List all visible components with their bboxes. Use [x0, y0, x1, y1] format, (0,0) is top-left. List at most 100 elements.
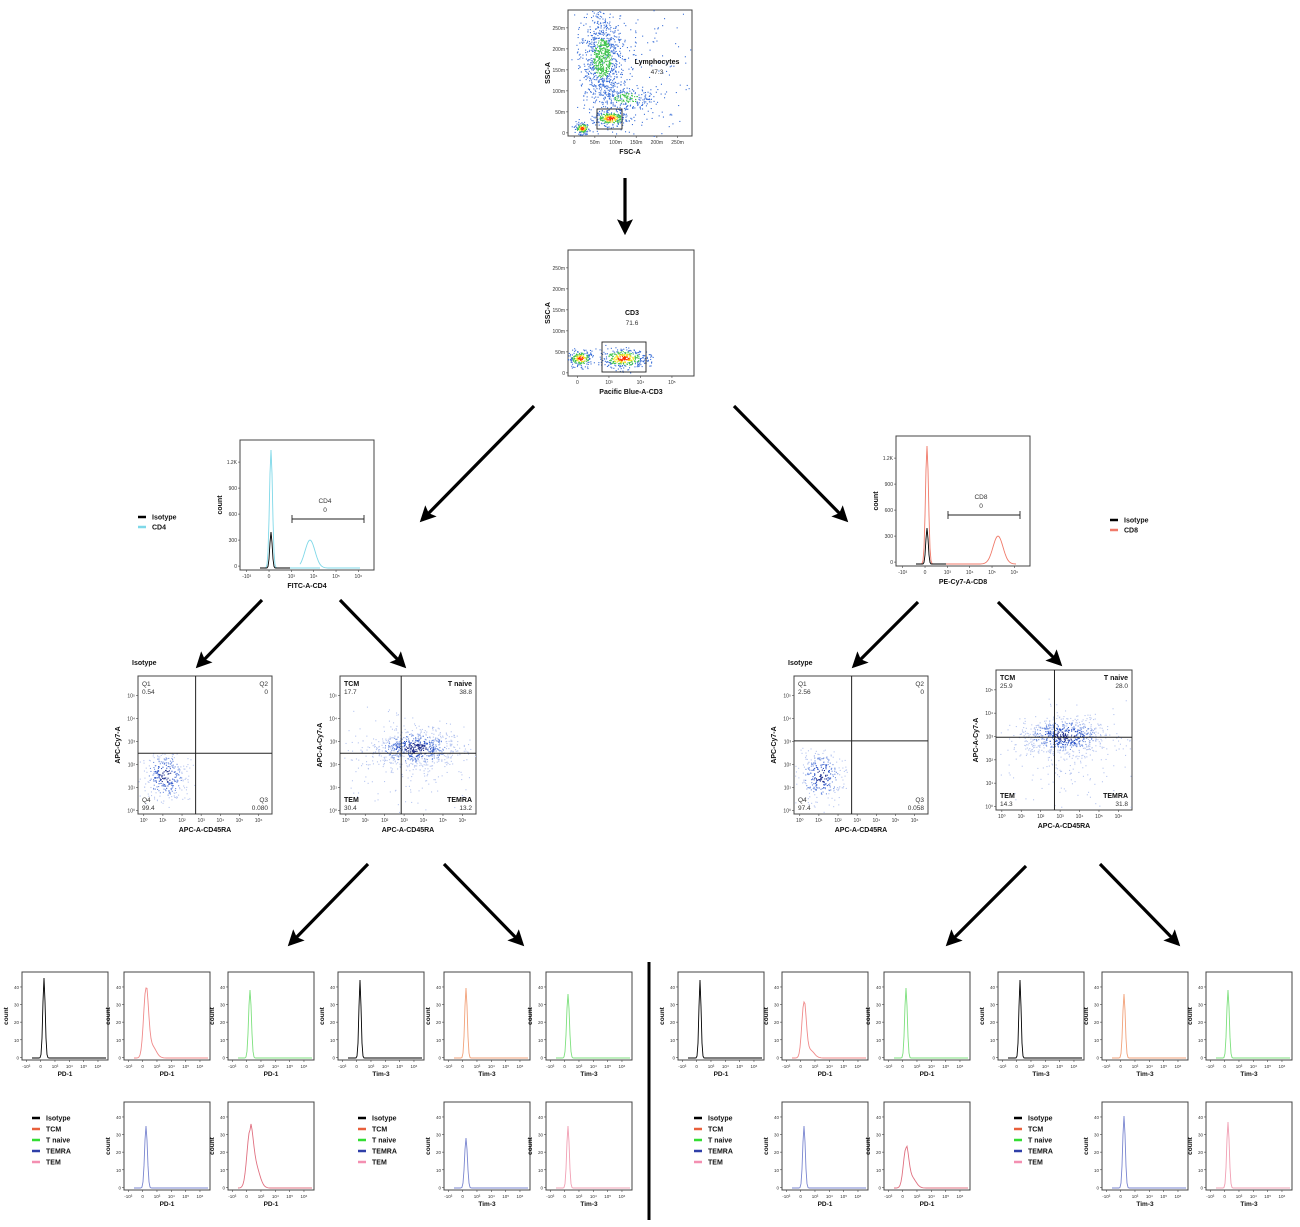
cd4-subsets-ytick-label: 10¹	[330, 786, 338, 792]
lymph-dot	[605, 49, 607, 51]
cd4-subsets-dot	[449, 723, 451, 725]
cd3-dot	[614, 360, 616, 362]
lymph-dot	[604, 62, 606, 64]
cd8-isotype-dot	[807, 798, 809, 800]
lymph-dot	[608, 23, 610, 25]
cd8-isotype-dot	[839, 769, 841, 771]
cd8-isotype-ytick-label: 10²	[784, 763, 792, 769]
lymph-dot	[616, 36, 618, 38]
cd8-isotype-dot	[806, 758, 808, 760]
cd3-dot	[638, 357, 640, 359]
cd8-subsets-dot	[1049, 749, 1051, 751]
cd8-subsets-dot	[1084, 748, 1086, 750]
cd8-subsets-dot	[1062, 724, 1064, 726]
cd8-isotype-dot	[834, 799, 836, 801]
cd4-subsets-dot	[385, 738, 387, 740]
cd8-subsets-dot	[1035, 716, 1037, 718]
lymph-dot	[593, 30, 595, 32]
cd4-subsets-dot	[448, 748, 450, 750]
cd3-dot	[577, 359, 579, 361]
cd8-subsets-dot	[1103, 746, 1105, 748]
cd8-subsets-dot	[1013, 735, 1015, 737]
lymph-dot	[619, 122, 621, 124]
cd8-isotype-dot	[802, 782, 804, 784]
lymph-dot	[616, 92, 618, 94]
cd3-dot	[631, 359, 633, 361]
cd3-dot	[625, 359, 627, 361]
lymph-dot	[595, 67, 597, 69]
cd4-subsets-dot	[386, 760, 388, 762]
cd8-subsets-dot	[1048, 725, 1050, 727]
cd8-subsets-dot	[1092, 730, 1094, 732]
cd4-subsets-dot	[419, 741, 421, 743]
cd8-isotype-dot	[800, 749, 802, 751]
lymph-dot	[597, 20, 599, 22]
cd4-isotype-xtick-label: 10⁴	[216, 818, 224, 824]
cd8-isotype-dot	[832, 774, 834, 776]
cd3-dot	[620, 362, 622, 364]
cd4-isotype-dot	[153, 757, 155, 759]
lymph-dot	[598, 58, 600, 60]
lymph-dot	[591, 81, 593, 83]
cd8-subsets-dot	[1076, 755, 1078, 757]
cd4-subsets-dot	[410, 755, 412, 757]
cd8-subsets-dot	[1043, 744, 1045, 746]
cd8-subsets-dot	[1041, 727, 1043, 729]
cd8-isotype-dot	[802, 747, 804, 749]
lymph-dot	[609, 88, 611, 90]
cd8-subsets-dot	[1100, 723, 1102, 725]
cd3-dot	[619, 362, 621, 364]
cd3-dot	[630, 364, 632, 366]
cd4-subsets-dot	[435, 781, 437, 783]
lymph-dot	[610, 39, 612, 41]
lymph-dot	[593, 12, 595, 14]
lymph-dot	[609, 21, 611, 23]
cd4-subsets-dot	[435, 729, 437, 731]
cd4-subsets-ytick-label: 10⁴	[329, 717, 337, 723]
lymph-dot	[602, 81, 604, 83]
cd8-subsets-dot	[1052, 746, 1054, 748]
lymph-dot	[611, 93, 613, 95]
cd8-gate-label: CD8	[974, 494, 987, 501]
cd8-subsets-dot	[1059, 750, 1061, 752]
cd4-subsets-dot	[394, 743, 396, 745]
lymph-dot	[615, 47, 617, 49]
cd4-subsets-dot	[438, 741, 440, 743]
cd8-isotype-dot	[822, 767, 824, 769]
lymph-dot	[619, 111, 621, 113]
lymph-dot	[605, 21, 607, 23]
cd4-subsets-dot	[401, 748, 403, 750]
lymph-dot	[605, 121, 607, 123]
cd4-subsets-dot	[445, 737, 447, 739]
lymph-dot	[625, 108, 627, 110]
cd3-ytick-label: 50m	[555, 350, 565, 356]
cd3-xtick-label: 10³	[605, 380, 613, 386]
cd4-isotype-ytick-label: 10⁴	[127, 717, 135, 723]
cd4-subsets-dot	[399, 765, 401, 767]
cd3-dot	[585, 358, 587, 360]
lymph-dot	[609, 43, 611, 45]
cd8-subsets-dot	[1064, 753, 1066, 755]
lymph-dot	[594, 21, 596, 23]
cd4-subsets-dot	[379, 753, 381, 755]
cd3-dot	[644, 362, 646, 364]
cd8-subsets-dot	[1028, 749, 1030, 751]
cd4-isotype-dot	[154, 777, 156, 779]
cd8-subsets-dot	[1007, 749, 1009, 751]
cd4-subsets-dot	[428, 740, 430, 742]
cd8-subsets-dot	[1082, 754, 1084, 756]
lymph-dot	[624, 84, 626, 86]
lymph-dot	[597, 54, 599, 56]
cd4-subsets-dot	[433, 755, 435, 757]
cd3-dot	[575, 361, 577, 363]
cd4-subsets-dot	[408, 741, 410, 743]
cd4-subsets-dot	[422, 755, 424, 757]
lymph-dot	[611, 112, 613, 114]
cd8-subsets-dot	[1049, 756, 1051, 758]
lymph-dot	[584, 132, 586, 134]
lymph-dot	[579, 79, 581, 81]
cd4-isotype-dot	[180, 779, 182, 781]
lymph-dot	[596, 61, 598, 63]
lymph-dot	[600, 73, 602, 75]
